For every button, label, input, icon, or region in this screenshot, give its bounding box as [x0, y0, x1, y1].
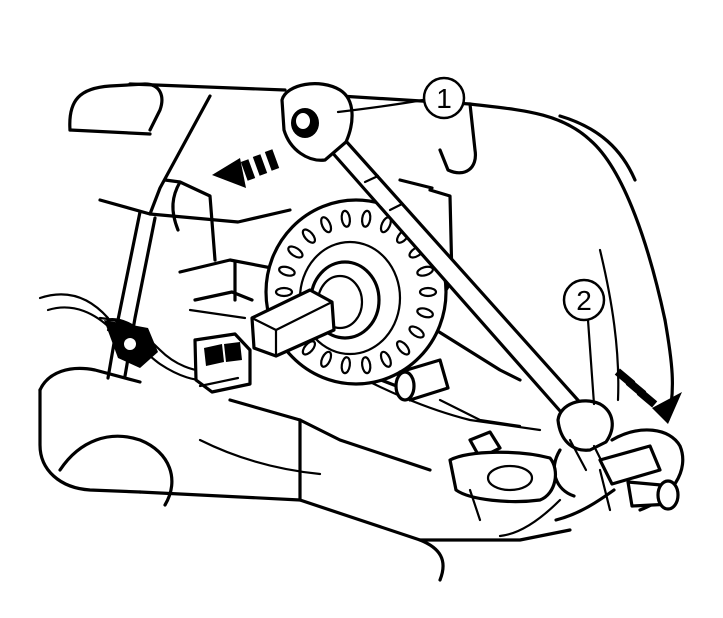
rotor-tooth-slot: [340, 209, 352, 228]
callout-2: 2: [562, 278, 606, 322]
wiring-harness: [38, 293, 212, 382]
rotor-tooth-slot: [301, 340, 317, 356]
rotor-tooth-slot: [287, 245, 304, 259]
rotor-tooth-slot: [320, 350, 333, 368]
callout-2-label: 2: [576, 285, 592, 316]
callout-1: 1: [422, 76, 466, 120]
pin-cylinder: [394, 358, 450, 402]
rotor-tooth-slot: [360, 356, 372, 375]
rotor-teeth: [274, 209, 438, 375]
rotor-tooth-slot: [418, 286, 438, 298]
left-arrow: [212, 149, 280, 188]
rotor-tooth-slot: [416, 307, 434, 319]
rotor-tooth-slot: [301, 228, 317, 244]
right-mount: [498, 428, 685, 538]
rotor-tooth-slot: [379, 350, 392, 368]
rotor-tooth-slot: [340, 356, 352, 375]
callout-1-label: 1: [436, 83, 452, 114]
rotor-tooth-slot: [395, 340, 411, 356]
shaft-hub: [250, 260, 381, 358]
rod-lower-end: [552, 399, 614, 498]
callout-1-leader: [336, 98, 425, 114]
rotor-tooth-slot: [274, 286, 294, 298]
callout-2-leader: [586, 318, 596, 406]
wire-connector: [193, 332, 252, 394]
right-arrow: [614, 368, 682, 424]
rotor-tooth-slot: [408, 325, 425, 339]
rotor-tooth-slot: [320, 216, 333, 234]
rotor-tooth-slot: [360, 209, 372, 228]
rotor-tooth-slot: [278, 265, 296, 277]
rod-eye-end: [280, 82, 354, 162]
upper-frame: [68, 82, 674, 422]
lower-nut-bracket: [448, 430, 558, 522]
